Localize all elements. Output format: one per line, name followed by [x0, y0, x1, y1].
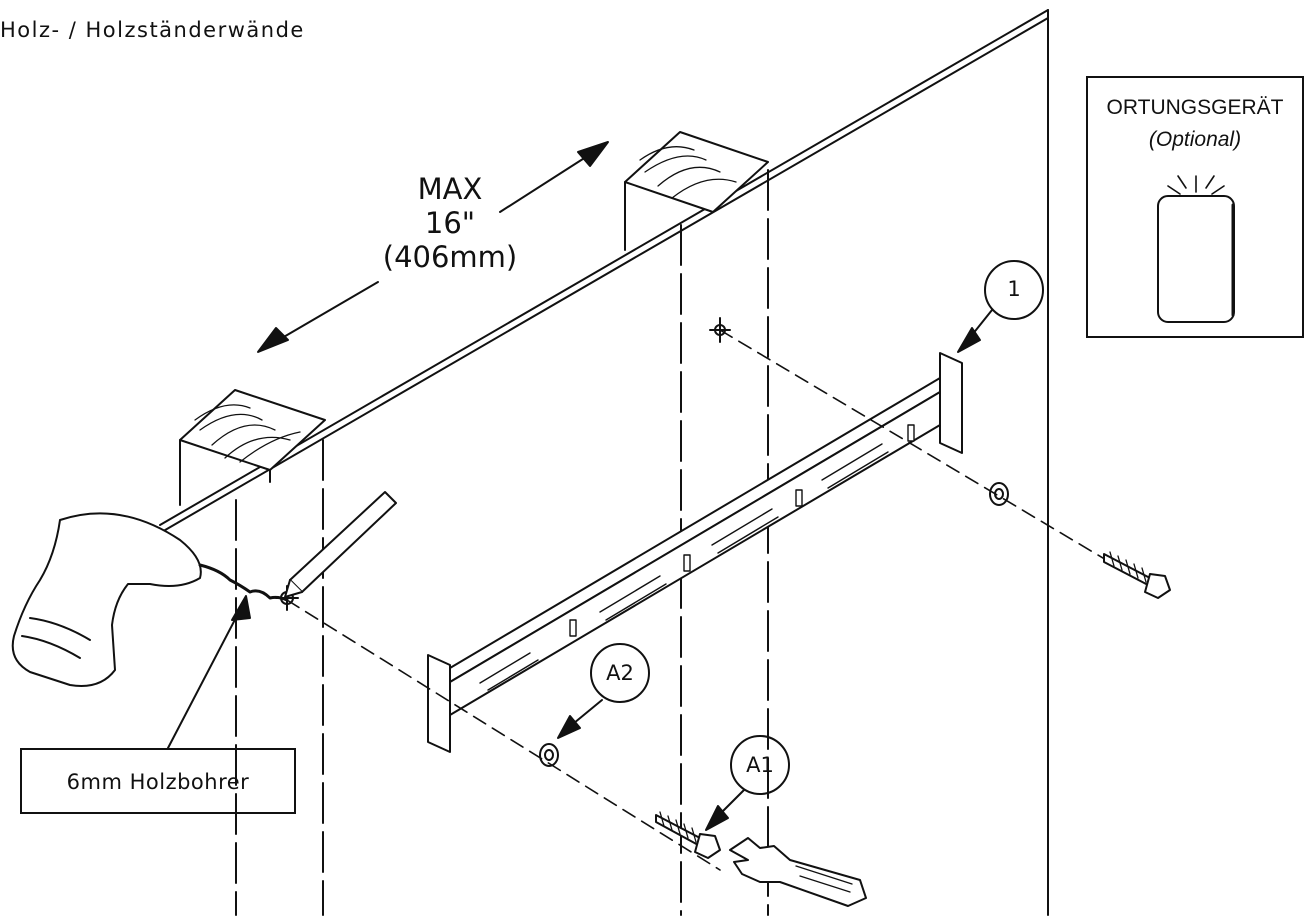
wall-panel: [159, 9, 1049, 916]
wood-stud-right: [624, 131, 769, 251]
mounting-axis-lines: [286, 329, 1161, 871]
drill-leader: [167, 595, 251, 749]
stud-finder-icon: [1157, 175, 1235, 323]
callout-leaders: [557, 309, 993, 831]
lag-bolt-A1: [655, 811, 721, 859]
drill-label-box: 6mm Holzbohrer: [20, 748, 296, 814]
callout-A1-circle: [730, 735, 790, 795]
callout-1-label: 1: [1007, 277, 1021, 301]
lag-bolt-right: [1103, 551, 1171, 599]
locator-title: ORTUNGSGERÄT: [1106, 96, 1284, 119]
callout-A2-circle: [590, 643, 650, 703]
callout-A1-label: A1: [746, 753, 774, 777]
wrench-icon: [729, 837, 867, 907]
washer-right: [989, 482, 1009, 506]
drill-label: 6mm Holzbohrer: [66, 770, 250, 794]
dimension-arrows: [257, 141, 609, 353]
callout-1-circle: [984, 260, 1044, 320]
dimension-line-3: (406mm): [382, 240, 518, 274]
callout-A2-label: A2: [606, 661, 634, 685]
dimension-line-2: 16": [424, 206, 476, 240]
page-title: Holz- / Holzständerwände: [0, 18, 305, 42]
wall-bracket: [427, 352, 963, 753]
cordless-drill-icon: [11, 512, 289, 687]
locator-subtitle: (Optional): [1148, 128, 1242, 151]
wood-stud-left: [179, 389, 326, 506]
dimension-label: MAX 16" (406mm): [360, 172, 540, 274]
pencil-icon: [284, 491, 397, 598]
dimension-line-1: MAX: [417, 172, 483, 206]
locator-box: ORTUNGSGERÄT (Optional): [1086, 76, 1304, 338]
washer-A2: [539, 743, 559, 767]
